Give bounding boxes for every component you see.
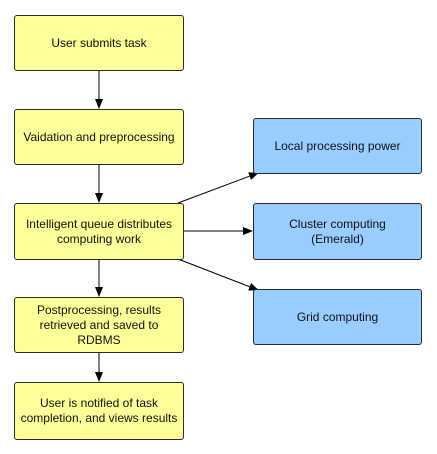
resource-label: Cluster computing (Emerald) — [289, 216, 386, 246]
step-validation-preprocessing: Vaidation and preprocessing — [14, 109, 184, 165]
resource-label: Grid computing — [296, 309, 379, 324]
step-label: User submits task — [51, 35, 147, 50]
step-user-notified: User is notified of task completion, and… — [14, 382, 184, 440]
resource-cluster-computing: Cluster computing (Emerald) — [253, 203, 422, 260]
step-intelligent-queue: Intelligent queue distributes computing … — [14, 203, 184, 260]
step-label: Vaidation and preprocessing — [23, 129, 175, 144]
resource-local-processing: Local processing power — [253, 118, 422, 174]
arrow-queue-to-local — [177, 172, 259, 204]
step-label: Intelligent queue distributes computing … — [25, 216, 173, 246]
step-user-submits-task: User submits task — [14, 15, 184, 71]
resource-label: Local processing power — [274, 138, 401, 153]
arrow-queue-to-grid — [177, 258, 259, 291]
step-postprocessing: Postprocessing, results retrieved and sa… — [14, 297, 184, 353]
step-label: User is notified of task completion, and… — [20, 396, 178, 425]
step-label: Postprocessing, results retrieved and sa… — [36, 302, 162, 347]
resource-grid-computing: Grid computing — [253, 289, 422, 345]
